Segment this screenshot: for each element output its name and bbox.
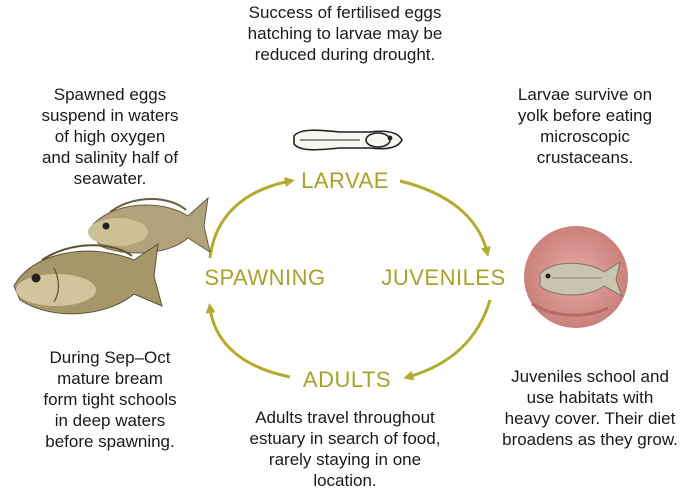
stage-adults: ADULTS (292, 367, 402, 393)
arrow-juveniles-to-adults (408, 300, 490, 377)
juvenile-fish-photo (522, 224, 630, 330)
arrow-larvae-to-juveniles (400, 181, 487, 252)
larva-icon (290, 122, 406, 158)
arrow-spawning-to-larvae (210, 181, 290, 258)
stage-larvae: LARVAE (295, 168, 395, 194)
bream-fish-icon (10, 188, 215, 338)
arrow-adults-to-spawning (210, 308, 290, 377)
stage-juveniles: JUVENILES (376, 265, 511, 291)
